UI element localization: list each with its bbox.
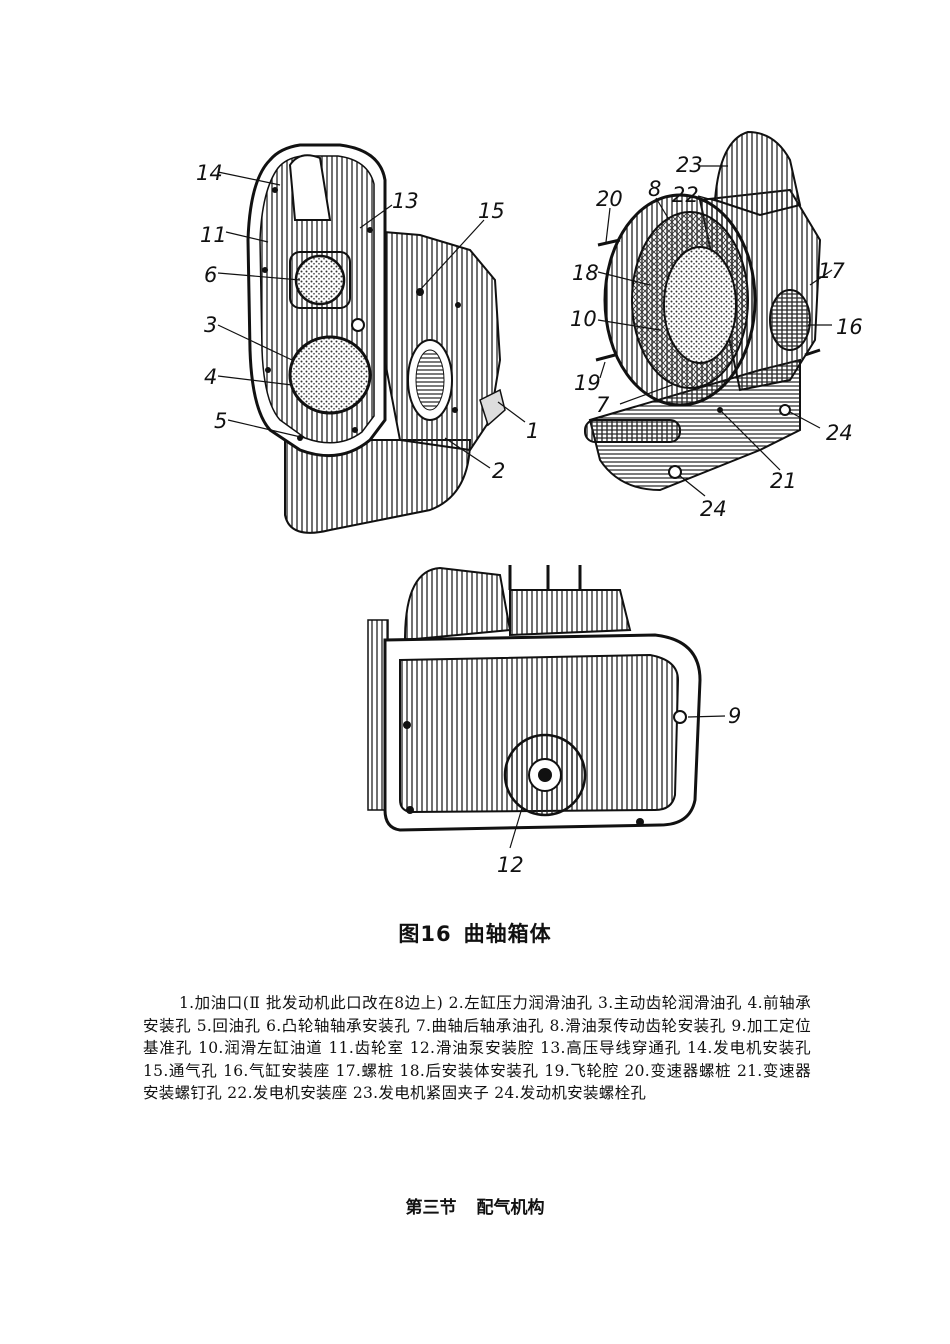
legend-item-23: 23.发电机紧固夹子 <box>352 1084 489 1102</box>
legend-item-12: 12.滑油泵安装腔 <box>409 1039 535 1057</box>
callout-14: 14 <box>196 161 223 185</box>
legend-item-4: 4.前轴承安装孔 <box>143 994 812 1035</box>
crankcase-figure: 14 13 15 11 6 3 4 5 1 2 <box>0 120 950 890</box>
legend-item-5: 5.回油孔 <box>196 1016 261 1035</box>
figure-caption: 图16 曲轴箱体 <box>0 918 950 948</box>
callout-1: 1 <box>526 419 539 443</box>
legend-item-16: 16.气缸安装座 <box>223 1061 330 1080</box>
legend-item-20: 20.变速器螺桩 <box>624 1061 732 1080</box>
legend-item-11: 11.齿轮室 <box>328 1039 404 1057</box>
callout-6: 6 <box>204 263 217 287</box>
callout-24-bottom: 24 <box>700 497 727 521</box>
callout-23: 23 <box>676 153 703 177</box>
legend-item-6: 6.凸轮轴轴承安装孔 <box>266 1016 411 1035</box>
legend-item-15: 15.通气孔 <box>143 1061 218 1080</box>
legend-item-13: 13.高压导线穿通孔 <box>540 1039 682 1057</box>
legend-item-14: 14.发电机安装孔 <box>687 1039 811 1057</box>
bottom-view-drawing <box>367 565 702 832</box>
legend-item-8: 8.滑油泵传动齿轮安装孔 <box>549 1016 726 1035</box>
callout-8: 8 <box>648 177 661 201</box>
bottom-view-callouts: 9 12 <box>497 704 741 877</box>
section-number: 第三节 <box>405 1198 457 1218</box>
callout-13: 13 <box>392 189 419 213</box>
callout-20: 20 <box>596 187 623 211</box>
legend-item-9: 9.加工定位基准孔 <box>143 1016 811 1058</box>
callout-10: 10 <box>570 307 597 331</box>
front-view-leaders <box>217 171 526 469</box>
section-heading: 第三节配气机构 <box>0 1193 950 1218</box>
figure-title: 曲轴箱体 <box>463 922 552 946</box>
callout-3: 3 <box>204 313 217 337</box>
legend-item-18: 18.后安装体安装孔 <box>399 1061 539 1080</box>
legend-item-2: 2.左缸压力润滑油孔 <box>448 994 593 1012</box>
crankcase-illustration: 14 13 15 11 6 3 4 5 1 2 <box>196 130 863 877</box>
legend-item-10: 10.润滑左缸油道 <box>198 1039 323 1057</box>
callout-22: 22 <box>672 183 699 207</box>
legend-item-3: 3.主动齿轮润滑油孔 <box>598 994 743 1012</box>
callout-9: 9 <box>728 704 741 728</box>
rear-view-leaders <box>597 165 833 497</box>
front-view-callouts: 14 13 15 11 6 3 4 5 1 2 <box>196 161 539 483</box>
callout-17: 17 <box>818 259 845 283</box>
legend-item-22: 22.发电机安装座 <box>227 1084 348 1102</box>
callout-21: 21 <box>770 469 797 493</box>
callout-24-right: 24 <box>826 421 853 445</box>
legend-item-24: 24.发动机安装螺栓孔 <box>494 1084 647 1102</box>
callout-4: 4 <box>204 365 217 389</box>
rear-view-drawing <box>584 130 822 492</box>
figure-number: 图16 <box>398 922 452 946</box>
legend-item-7: 7.曲轴后轴承油孔 <box>415 1016 544 1035</box>
legend-item-1: 1.加油口(Ⅱ 批发动机此口改在8边上) <box>179 994 444 1012</box>
callout-7: 7 <box>596 393 610 417</box>
front-view-drawing <box>246 143 506 534</box>
legend-item-19: 19.飞轮腔 <box>544 1061 619 1080</box>
section-title: 配气机构 <box>476 1198 545 1218</box>
callout-12: 12 <box>497 853 524 877</box>
legend-item-17: 17.螺桩 <box>335 1061 394 1080</box>
callout-16: 16 <box>836 315 863 339</box>
rear-view-callouts: 20 8 23 22 18 17 10 16 19 7 24 21 24 <box>570 153 863 521</box>
bottom-view-leaders <box>509 715 726 849</box>
legend-item-21: 21.变速器安装螺钉孔 <box>143 1061 812 1103</box>
callout-2: 2 <box>492 459 505 483</box>
callout-5: 5 <box>214 409 227 433</box>
callout-11: 11 <box>200 223 227 247</box>
figure-legend: 1.加油口(Ⅱ 批发动机此口改在8边上) 2.左缸压力润滑油孔 3.主动齿轮润滑… <box>143 992 811 1105</box>
callout-19: 19 <box>574 371 601 395</box>
callout-15: 15 <box>478 199 505 223</box>
callout-18: 18 <box>572 261 599 285</box>
